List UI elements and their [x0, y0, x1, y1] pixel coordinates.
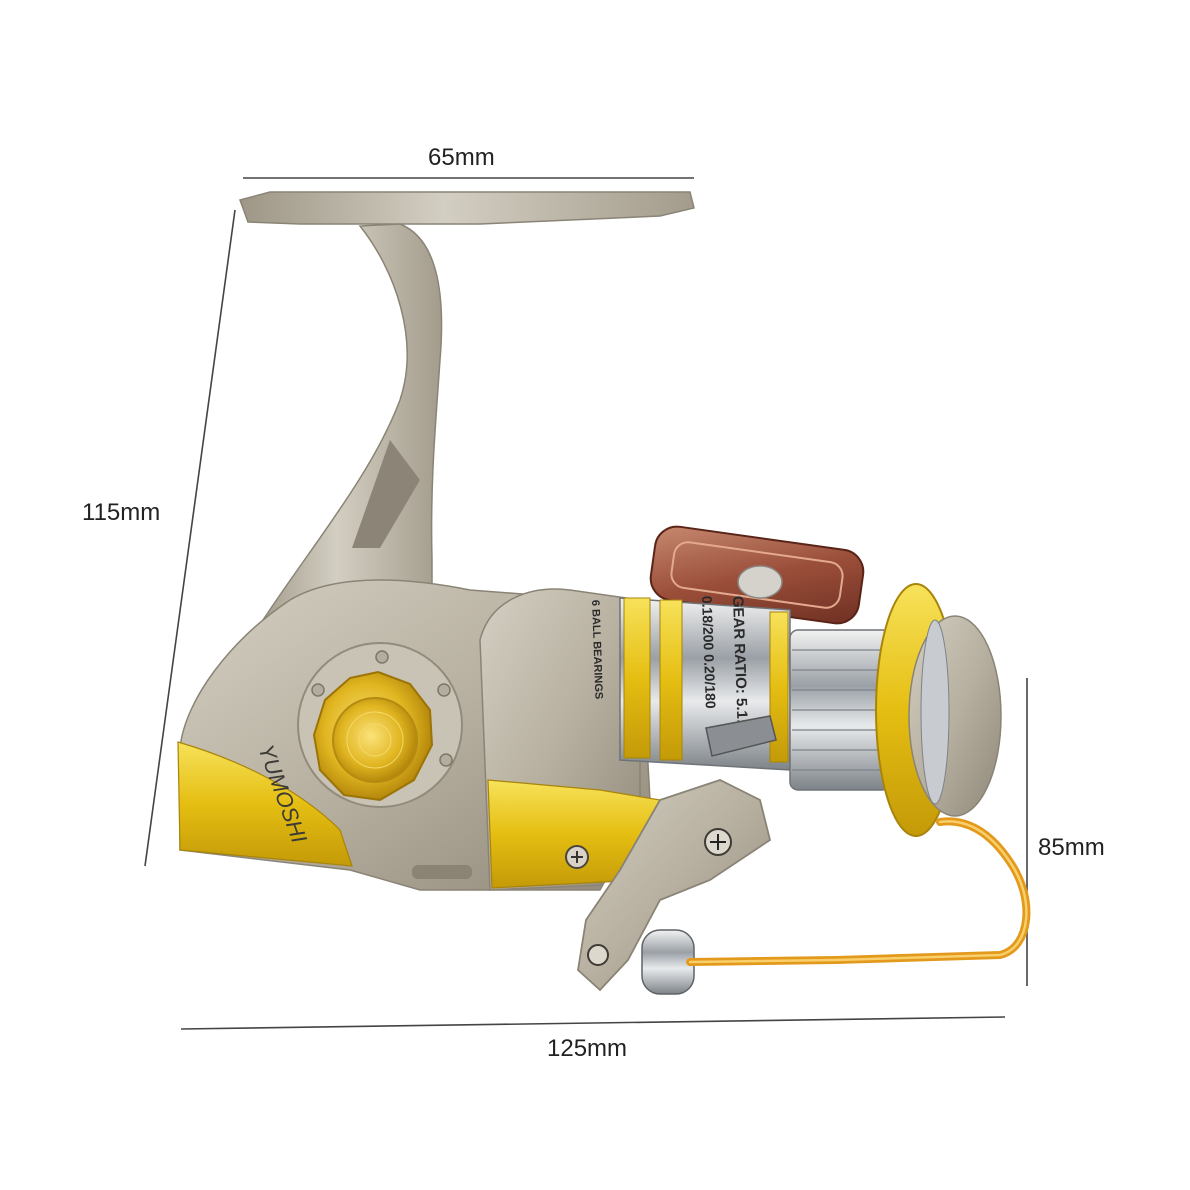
height-dimension-line	[144, 209, 236, 867]
spool-line-area	[789, 629, 891, 791]
spool-text-capacity: 0.18/200 0.20/180	[699, 596, 719, 710]
spool-text-ratio: GEAR RATIO: 5.1:1	[729, 596, 751, 733]
spool-gold-rim	[769, 611, 789, 763]
height-dimension-label: 115mm	[82, 499, 161, 526]
spool-text-bearings: 6 BALL BEARINGS	[589, 600, 604, 700]
reel-foot	[239, 191, 695, 225]
handle-knob	[649, 525, 865, 625]
width-dimension-label: 65mm	[428, 144, 495, 171]
bottom-vent	[412, 865, 472, 879]
spool-gold-band-2	[659, 599, 683, 761]
stem-cutout	[352, 440, 420, 548]
length-dimension-label: 125mm	[547, 1035, 628, 1062]
dimension-lines	[144, 177, 1028, 1030]
spool-gold-band-1	[623, 597, 651, 759]
body-height-dimension-label: 85mm	[1038, 834, 1105, 861]
length-dimension-line	[180, 1016, 1006, 1030]
line-clip	[705, 715, 777, 757]
side-plate-screws	[311, 650, 453, 767]
drag-knob	[312, 670, 434, 802]
gold-body-plate	[177, 741, 353, 867]
